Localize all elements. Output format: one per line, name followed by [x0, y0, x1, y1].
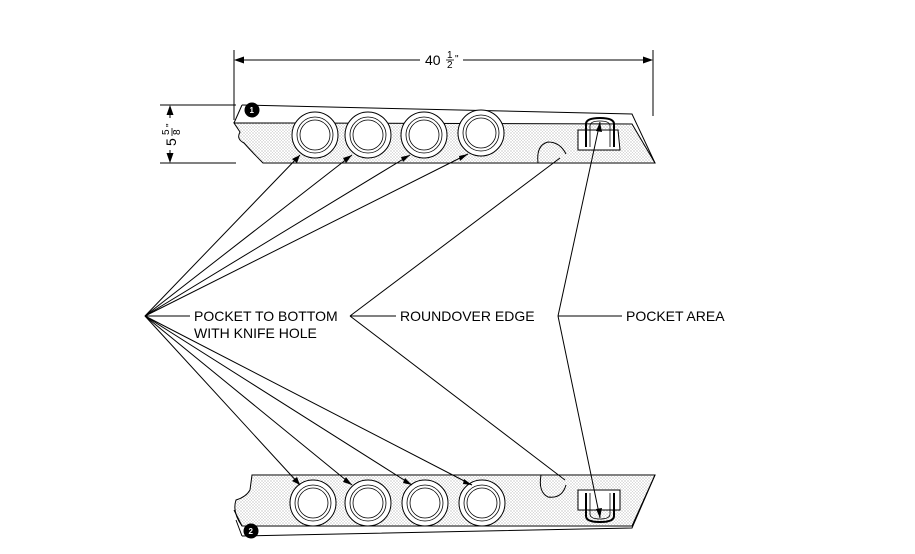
- pocket-holes-top: [291, 109, 505, 159]
- height-whole: 5: [163, 138, 179, 146]
- board-view-top: 1: [233, 102, 656, 164]
- height-frac-den: 8: [172, 129, 183, 135]
- leader-pocket-area: [557, 121, 622, 519]
- width-frac-num: 1: [447, 50, 453, 61]
- label-roundover-edge: ROUNDOVER EDGE: [400, 308, 535, 324]
- height-frac-num: 5: [161, 129, 172, 135]
- board-view-bottom: 2: [233, 474, 656, 539]
- pocket-holes-bottom: [289, 479, 506, 527]
- width-dimension: 40 1 2 ": [233, 50, 654, 120]
- view-badge-1: 1: [244, 102, 260, 118]
- pocket-area-top: [577, 116, 621, 151]
- width-unit: ": [455, 54, 459, 65]
- height-unit: ": [165, 123, 176, 127]
- width-frac-den: 2: [447, 60, 453, 71]
- pocket-area-bottom: [577, 489, 621, 524]
- width-whole: 40: [425, 52, 441, 68]
- label-pocket-to-bottom: POCKET TO BOTTOM: [194, 308, 338, 324]
- view-number-1: 1: [250, 106, 255, 115]
- label-knife-hole: WITH KNIFE HOLE: [194, 325, 317, 341]
- view-badge-2: 2: [243, 523, 259, 539]
- height-dimension: 5 5 8 ": [160, 104, 236, 164]
- leader-pocket-to-bottom: [144, 153, 473, 486]
- label-pocket-area: POCKET AREA: [626, 308, 725, 324]
- view-number-2: 2: [249, 527, 254, 536]
- leader-roundover-edge: [349, 157, 566, 481]
